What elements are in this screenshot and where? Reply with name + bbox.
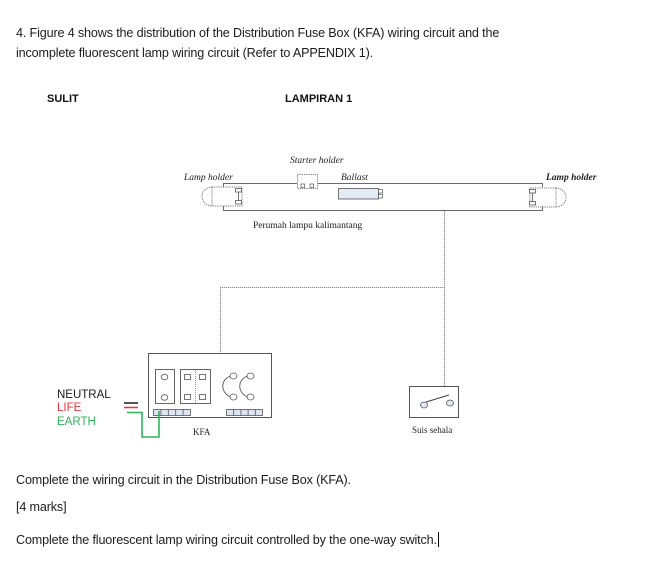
lamp-holder-left-body	[212, 186, 243, 207]
lamp-holder-left	[201, 186, 243, 207]
sulit-label: SULIT	[47, 93, 79, 105]
starter-holder-box	[297, 174, 318, 189]
fuse-link-2	[239, 372, 255, 401]
one-way-switch	[409, 386, 459, 418]
switch-contact-left	[420, 401, 428, 409]
starter-holder-label: Starter holder	[290, 156, 344, 166]
lamp-holder-right	[529, 187, 567, 208]
rcd-terminal-3	[184, 394, 191, 400]
switch-label: Suis sehala	[412, 425, 452, 435]
lamp-holder-right-body	[529, 187, 556, 208]
instruction-task-2-line[interactable]: Complete the fluorescent lamp wiring cir…	[16, 532, 439, 547]
starter-holder	[297, 174, 318, 189]
rcd-terminal-2	[199, 374, 206, 380]
neutral-terminal-bar	[226, 409, 263, 416]
fuse-link-1	[222, 372, 238, 401]
marks-label: [4 marks]	[16, 500, 67, 514]
rcd-terminal-1	[184, 374, 191, 380]
instruction-task-1: Complete the wiring circuit in the Distr…	[16, 473, 351, 487]
ballast-terminal-top	[378, 189, 383, 194]
life-label: LIFE	[57, 402, 82, 414]
fuse-box	[148, 353, 272, 418]
housing-label: Perumah lampu kalimantang	[253, 221, 362, 231]
supply-leads	[124, 402, 160, 438]
lamp-holder-right-cap	[555, 187, 567, 208]
lamp-holder-left-pin-top	[235, 188, 242, 193]
conduit-wiring	[219, 211, 446, 386]
lamp-holder-right-label: Lamp holder	[545, 173, 597, 183]
earth-label: EARTH	[57, 416, 96, 428]
lampiran-label: LAMPIRAN 1	[285, 93, 353, 105]
starter-pin-right	[309, 183, 314, 188]
neutral-label: NEUTRAL	[57, 389, 111, 401]
lamp-holder-right-pin-top	[529, 189, 536, 194]
text-cursor	[437, 532, 439, 547]
ballast-body	[338, 188, 379, 200]
instruction-task-2: Complete the fluorescent lamp wiring cir…	[16, 533, 437, 547]
switch-contact-right	[446, 399, 454, 407]
ballast-terminal-bottom	[378, 194, 383, 199]
earth-lead	[127, 411, 160, 438]
lamp-holder-left-pin-bottom	[235, 200, 242, 205]
rcd-terminal-4	[199, 394, 206, 400]
lamp-holder-right-pin-bottom	[529, 201, 536, 206]
lamp-housing	[223, 183, 543, 211]
lamp-holder-left-label: Lamp holder	[183, 173, 233, 183]
main-switch	[155, 369, 175, 404]
question-line-1: 4. Figure 4 shows the distribution of th…	[16, 26, 500, 40]
ballast	[338, 188, 383, 200]
starter-pin-left	[300, 183, 305, 188]
earth-terminal-bar	[153, 409, 191, 416]
ballast-label: Ballast	[341, 173, 368, 183]
question-line-2: incomplete fluorescent lamp wiring circu…	[16, 46, 374, 60]
lamp-holder-left-cap	[201, 186, 213, 207]
main-switch-terminal-top	[160, 373, 169, 381]
switch-lever	[425, 394, 450, 403]
fuse-box-label: KFA	[193, 427, 211, 437]
main-switch-terminal-bottom	[160, 394, 169, 401]
